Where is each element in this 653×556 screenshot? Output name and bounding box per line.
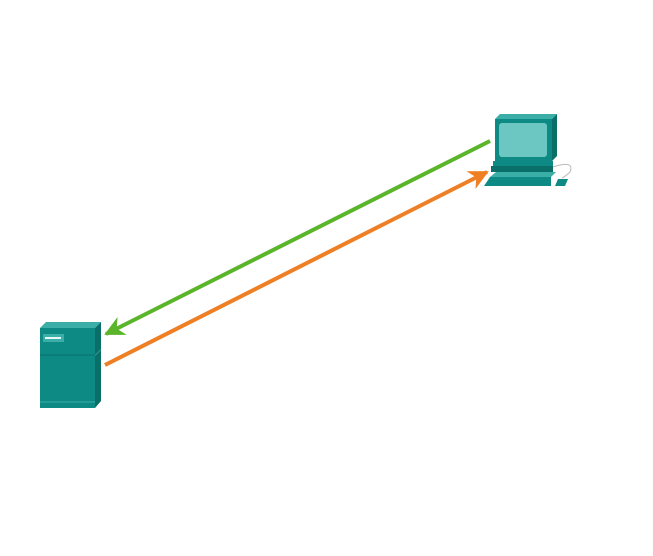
server-tower-icon[interactable]: [40, 322, 101, 408]
flow-arrow-pc-to-server: [104, 139, 491, 336]
desktop-computer-icon[interactable]: [484, 114, 572, 186]
flow-arrow-server-to-pc: [104, 170, 489, 367]
